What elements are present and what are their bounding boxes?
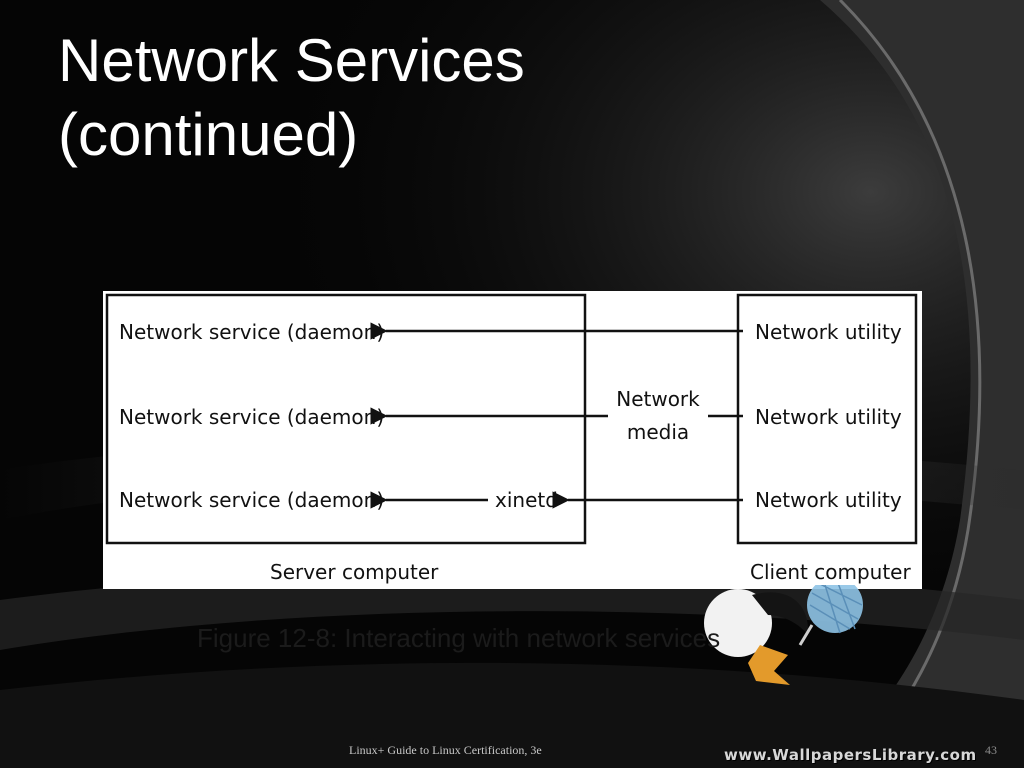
slide-title-line-1: Network Services — [58, 27, 525, 94]
slide-number: 43 — [985, 743, 997, 757]
slide-title-line-2: (continued) — [58, 101, 359, 168]
network-services-diagram: Network service (daemon) Network service… — [103, 291, 922, 589]
service-label-1: Network service (daemon) — [119, 320, 385, 344]
slide-title: Network Services (continued) — [58, 24, 758, 172]
server-computer-box — [105, 293, 587, 545]
figure-caption: Figure 12-8: Interacting with network se… — [197, 623, 721, 653]
footer-text: Linux+ Guide to Linux Certification, 3e — [349, 743, 542, 757]
diagram-lines — [105, 293, 918, 545]
server-computer-label: Server computer — [270, 560, 439, 584]
utility-label-2: Network utility — [755, 405, 902, 429]
network-media-label-line-1: Network — [616, 387, 700, 411]
utility-label-3: Network utility — [755, 488, 902, 512]
client-computer-box — [736, 293, 918, 545]
service-label-2: Network service (daemon) — [119, 405, 385, 429]
xinetd-label: xinetd — [495, 488, 558, 512]
service-label-3: Network service (daemon) — [119, 488, 385, 512]
penguin-mascot-icon — [704, 585, 863, 685]
watermark-text: www.WallpapersLibrary.com — [724, 746, 977, 764]
client-computer-label: Client computer — [750, 560, 911, 584]
utility-label-1: Network utility — [755, 320, 902, 344]
network-media-label-line-2: media — [626, 420, 690, 444]
